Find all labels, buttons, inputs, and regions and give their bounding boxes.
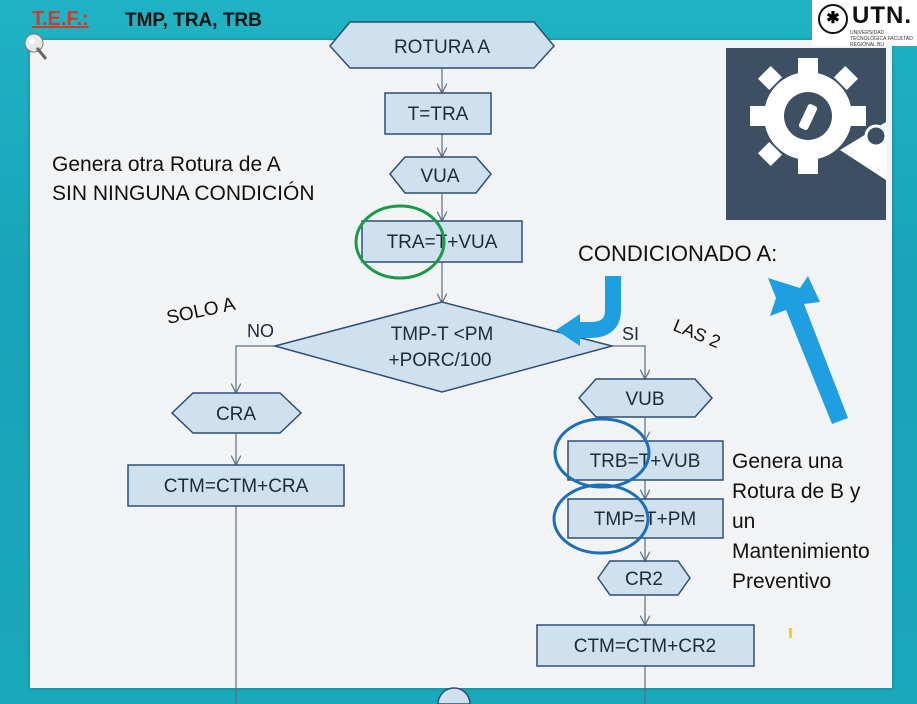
note-rotura-b-line4: Mantenimiento: [732, 540, 870, 563]
blue-highlight-circle-trb: [553, 417, 651, 489]
node-vub: [577, 378, 714, 418]
page-title: TMP, TRA, TRB: [125, 10, 262, 31]
label-t-tra: T=TRA: [408, 104, 469, 125]
blue-highlight-circle-tmp: [552, 483, 650, 555]
label-tmp-calc: TMP=T+PM: [594, 509, 696, 530]
label-tra-calc: TRA=T+VUA: [387, 232, 498, 253]
node-ctm-cra: [127, 464, 345, 507]
note-rotura-a-line1: Genera otra Rotura de A: [52, 153, 281, 176]
gear-panel: [726, 48, 888, 220]
utn-logo-icon: ✱: [818, 4, 848, 34]
solo-a-label: SOLO A: [165, 294, 238, 329]
pushpin-icon: [22, 32, 52, 62]
note-rotura-b-line1: Genera una: [732, 450, 843, 473]
label-rotura-a: ROTURA A: [394, 37, 490, 58]
node-ctm-cr2: [536, 624, 755, 667]
condicionado-label: CONDICIONADO A:: [578, 241, 778, 266]
las-2-label: LAS 2: [671, 315, 724, 352]
node-trb-calc: [567, 440, 724, 481]
note-rotura-b-line5: Preventivo: [732, 570, 832, 593]
green-highlight-circle: [354, 204, 446, 280]
branch-si-label: SI: [622, 324, 639, 344]
label-cr2: CR2: [625, 569, 663, 590]
curved-arrow-icon: [556, 276, 621, 346]
title-prefix: T.E.F.:: [32, 8, 89, 30]
label-vub: VUB: [625, 389, 664, 410]
label-ctm-cra: CTM=CTM+CRA: [164, 476, 309, 497]
label-ctm-cr2: CTM=CTM+CR2: [574, 636, 717, 657]
diagonal-arrow-icon: [768, 276, 848, 424]
node-connector-bottom: [437, 687, 471, 704]
note-rotura-b-line3: un: [732, 510, 756, 533]
node-t-tra: [384, 92, 492, 135]
branch-no-label: NO: [247, 321, 274, 341]
label-cra: CRA: [216, 404, 256, 425]
cursor-mark: [789, 628, 792, 638]
logo-name: UTN.: [852, 2, 912, 29]
node-rotura-a: [329, 21, 555, 69]
label-decision-line2: +PORC/100: [389, 350, 492, 371]
gear-icon: [750, 58, 888, 180]
label-trb-calc: TRB=T+VUB: [590, 451, 701, 472]
node-vua: [389, 156, 492, 194]
note-rotura-b-line2: Rotura de B y: [732, 480, 861, 503]
connector: [612, 345, 645, 378]
logo-subtitle: UNIVERSIDAD TECNOLÓGICA FACULTAD REGIONA…: [850, 30, 913, 48]
node-cr2: [597, 560, 691, 596]
node-cra: [170, 392, 303, 434]
label-vua: VUA: [420, 166, 459, 187]
connector: [236, 345, 275, 392]
label-decision-line1: TMP-T <PM: [391, 324, 494, 345]
node-decision: [272, 301, 615, 393]
note-rotura-a-line2: SIN NINGUNA CONDICIÓN: [52, 182, 315, 205]
